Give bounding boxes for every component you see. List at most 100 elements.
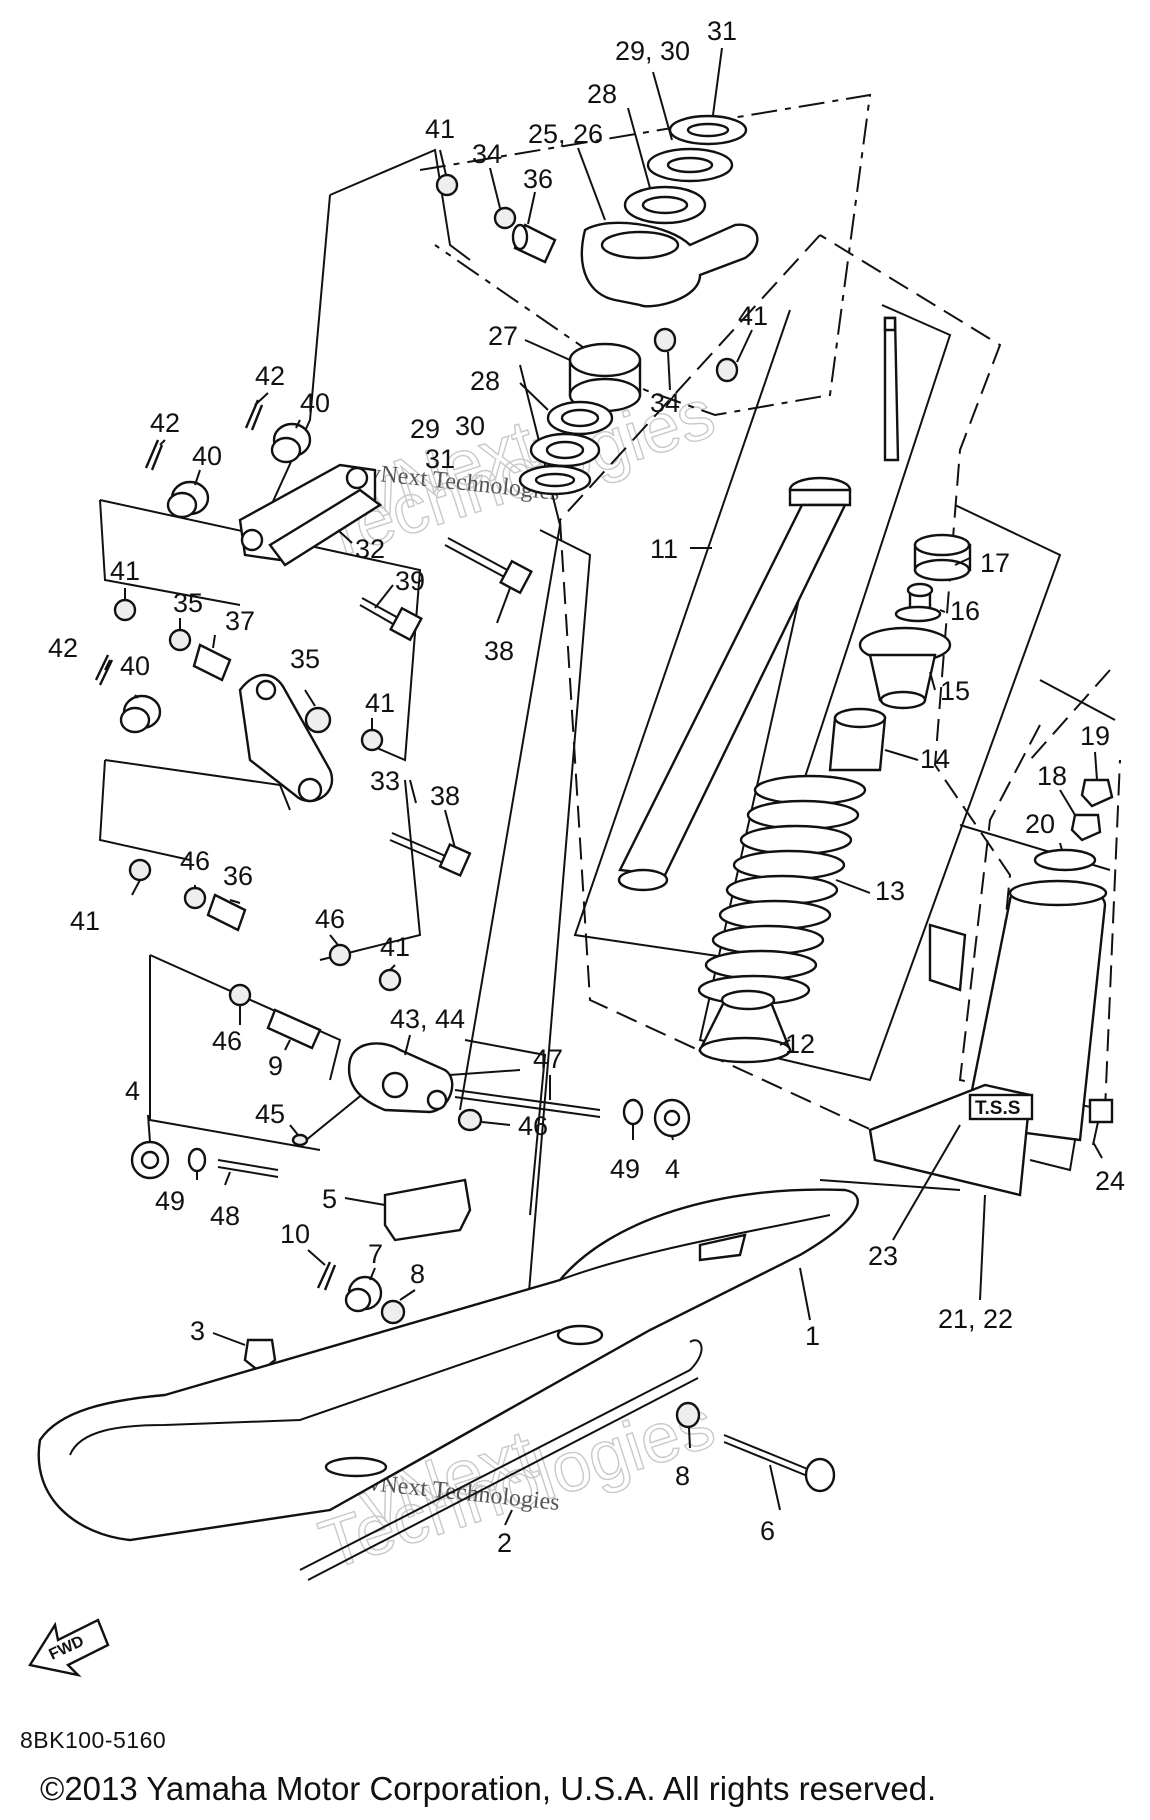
callout-18: 18 [1037, 761, 1067, 791]
bushing-41-lower [128, 858, 152, 882]
callout-41: 41 [425, 114, 455, 144]
bolt-6 [723, 1434, 811, 1471]
bushing-41-bottom [378, 968, 402, 992]
callout-32: 32 [355, 534, 385, 564]
nut-40-b [166, 480, 210, 519]
callout-8: 8 [675, 1461, 690, 1491]
ski-slot [324, 1456, 388, 1478]
callout-6: 6 [760, 1516, 775, 1546]
callout-41: 41 [738, 301, 768, 331]
nut-18 [1070, 813, 1102, 842]
callout-46: 46 [518, 1111, 548, 1141]
copyright-notice: ©2013 Yamaha Motor Corporation, U.S.A. A… [40, 1770, 937, 1807]
bushing-41-mid [360, 728, 384, 752]
nut-7 [344, 1275, 383, 1313]
callout-19: 19 [1080, 721, 1110, 751]
callout-25-26: 25, 26 [528, 119, 603, 149]
collar-36-lower [206, 893, 247, 932]
bushing-34-lower [653, 327, 677, 353]
nut-40-a [270, 422, 312, 464]
callout-42: 42 [48, 633, 78, 663]
callout-30: 30 [455, 411, 485, 441]
callout-38: 38 [430, 781, 460, 811]
callout-40: 40 [300, 388, 330, 418]
callout-14: 14 [920, 744, 950, 774]
callout-8: 8 [410, 1259, 425, 1289]
callout-49: 49 [610, 1154, 640, 1184]
bushing-41-left [113, 598, 137, 622]
ski-1 [37, 1188, 859, 1542]
callout-46: 46 [315, 904, 345, 934]
callout-3: 3 [190, 1316, 205, 1346]
callout-42: 42 [150, 408, 180, 438]
nut-40-c [119, 694, 162, 734]
washer-20 [1033, 848, 1097, 872]
callout-2: 2 [497, 1528, 512, 1558]
callout-1: 1 [805, 1321, 820, 1351]
callout-48: 48 [210, 1201, 240, 1231]
bolt-24 [1088, 1098, 1114, 1124]
callout-9: 9 [268, 1051, 283, 1081]
nut-4-left [130, 1140, 170, 1180]
tss-label: T.S.S [975, 1098, 1020, 1119]
steering-arm-25-26 [580, 221, 759, 308]
callout-15: 15 [940, 676, 970, 706]
arm-33 [238, 673, 334, 803]
callout-33: 33 [370, 766, 400, 796]
nut-4-right [653, 1098, 691, 1138]
bolt-39 [359, 597, 423, 642]
callout-12: 12 [785, 1029, 815, 1059]
bolt-47 [454, 1089, 601, 1111]
diagram-code: 8BK100-5160 [20, 1727, 167, 1753]
callout-40: 40 [192, 441, 222, 471]
callout-17: 17 [980, 548, 1010, 578]
washer-49-left [187, 1147, 207, 1173]
grease-45 [291, 1133, 309, 1147]
wear-bar [299, 1339, 703, 1571]
washer-8-left [380, 1299, 406, 1325]
leader-lines [104, 47, 1103, 1526]
tss-plate [968, 1093, 1034, 1121]
callout-7: 7 [368, 1239, 383, 1269]
callout-31: 31 [707, 16, 737, 46]
callout-42: 42 [255, 361, 285, 391]
bushing-46-d [457, 1108, 483, 1132]
callout-46: 46 [212, 1026, 242, 1056]
collar-9 [266, 1008, 322, 1050]
stud-48 [217, 1159, 279, 1171]
callout-21-22: 21, 22 [938, 1304, 1013, 1334]
callout-41: 41 [70, 906, 100, 936]
callout-37: 37 [225, 606, 255, 636]
pin-42-b [144, 439, 164, 471]
bushing-41-top [435, 173, 459, 197]
spring-13 [697, 774, 867, 1006]
callout-28: 28 [470, 366, 500, 396]
callout-34: 34 [650, 388, 680, 418]
callout-31: 31 [425, 444, 455, 474]
callout-20: 20 [1025, 809, 1055, 839]
shock-rod-11 [883, 316, 900, 462]
callout-46: 46 [180, 846, 210, 876]
callout-41: 41 [380, 932, 410, 962]
callout-47: 47 [533, 1044, 563, 1074]
bolt-38-mid [389, 832, 472, 878]
parts: T.S.S [37, 114, 1114, 1581]
washer-8-right [675, 1401, 701, 1429]
callout-13: 13 [875, 876, 905, 906]
bolt-38-top [444, 537, 533, 595]
callout-36: 36 [223, 861, 253, 891]
callout-4: 4 [665, 1154, 680, 1184]
callout-29: 29 [410, 414, 440, 444]
bushing-35 [168, 628, 192, 652]
callout-34: 34 [472, 139, 502, 169]
callout-28: 28 [587, 79, 617, 109]
callout-27: 27 [488, 321, 518, 351]
callout-35: 35 [290, 644, 320, 674]
callout-38: 38 [484, 636, 514, 666]
nut-19 [1080, 778, 1114, 808]
callout-29-30: 29, 30 [615, 36, 690, 66]
bushing-35-right [304, 706, 332, 734]
callout-16: 16 [950, 596, 980, 626]
bushing-41-right [715, 357, 739, 383]
